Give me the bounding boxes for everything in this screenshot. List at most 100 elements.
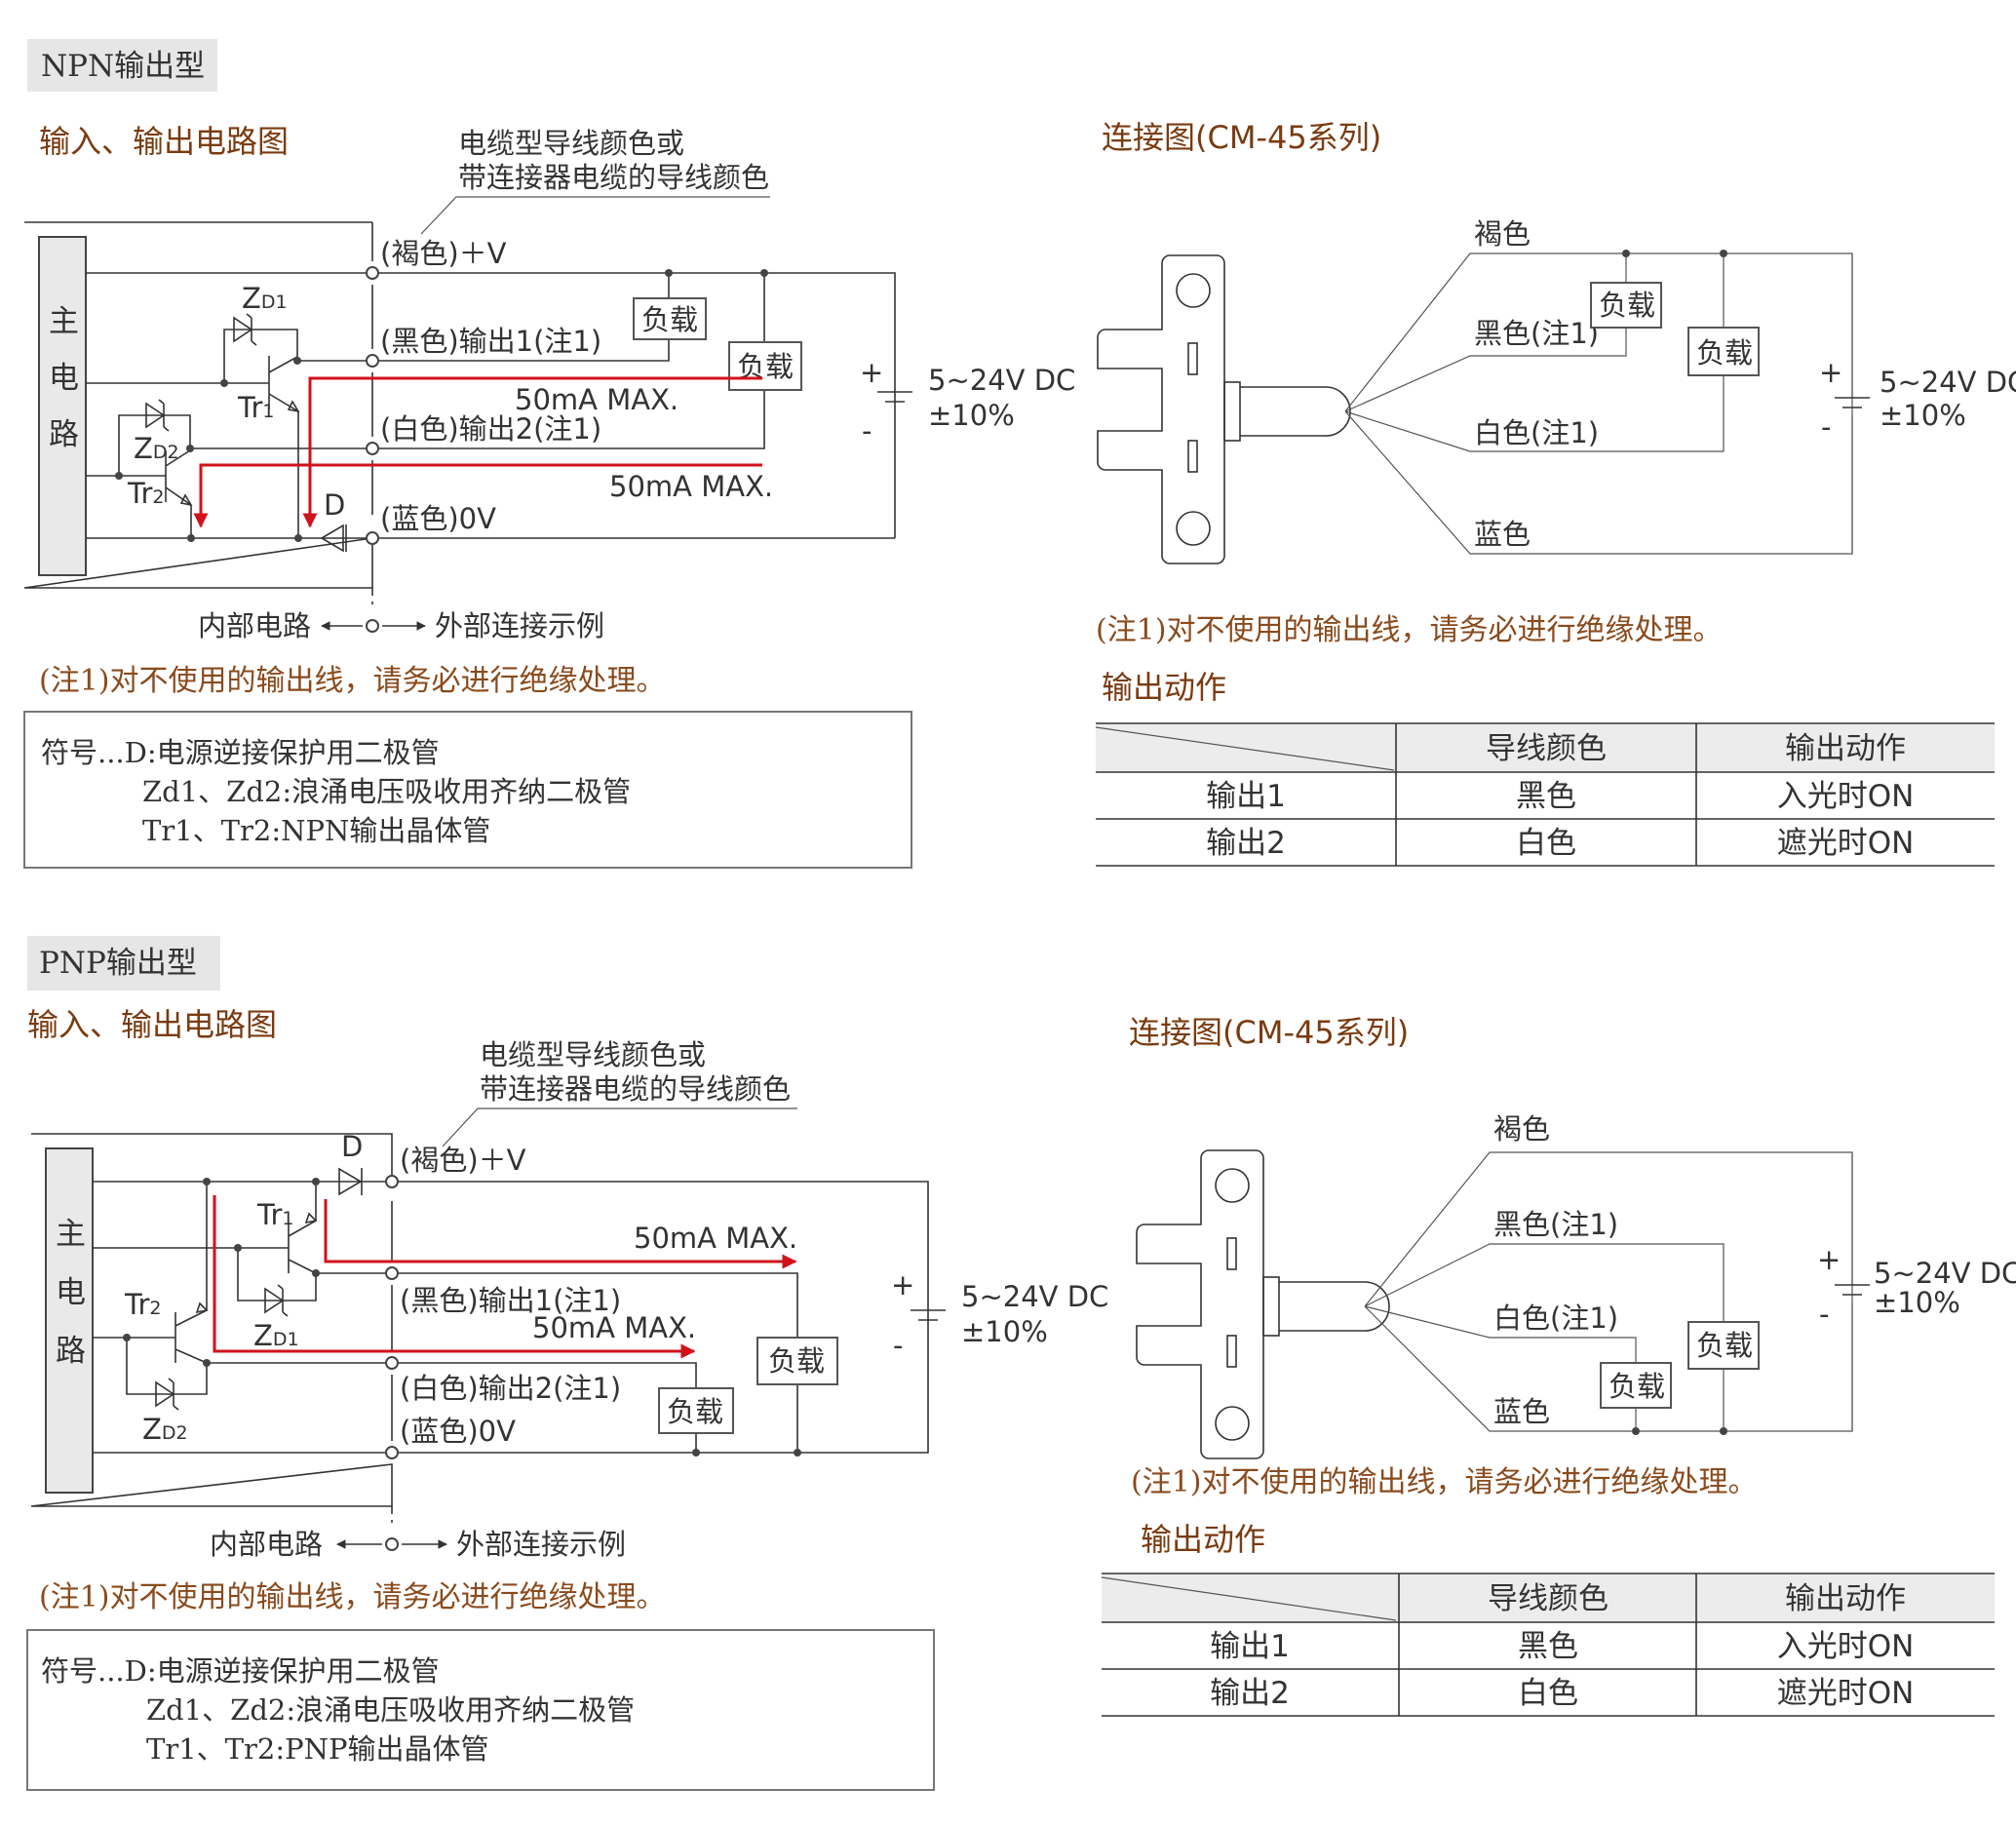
npn-main-char-3: 路	[49, 417, 79, 452]
pnp-diode-d-label: D	[341, 1130, 363, 1163]
pnp-legend-line2: Zd1、Zd2:浪涌电压吸收用齐纳二极管	[146, 1693, 635, 1727]
pnp-wire-note-leader	[442, 1107, 797, 1147]
pnp-supply-tolerance: ±10%	[961, 1315, 1048, 1348]
pnp-zd2-branch	[126, 1338, 208, 1395]
pnp-current-arrow-1	[324, 1199, 797, 1269]
npn-minus: -	[862, 414, 872, 447]
pnp-tr1-symbol	[93, 1182, 317, 1274]
pnp-rail-v	[93, 1181, 929, 1454]
pnp-max-current-2: 50mA MAX.	[532, 1311, 696, 1344]
npn-load2-box	[728, 341, 802, 391]
pnp-sensor-icon	[1136, 1149, 1390, 1459]
pnp-terminal-out1: (黑色)输出1(注1)	[400, 1284, 621, 1317]
pnp-internal-boundary	[30, 1133, 393, 1507]
npn-diode-d-label: D	[324, 488, 345, 522]
pnp-terminal-out2: (白色)输出2(注1)	[400, 1372, 621, 1405]
pnp-conn-battery-icon	[1835, 1284, 1870, 1296]
pnp-minus: -	[893, 1329, 903, 1362]
npn-wire-note-leader	[420, 196, 770, 235]
pnp-conn-minus: -	[1819, 1298, 1829, 1331]
pnp-legend-line3: Tr1、Tr2:PNP输出晶体管	[146, 1732, 488, 1766]
pnp-table-row1-color: 黑色	[1518, 1629, 1578, 1664]
pnp-action-table	[1101, 1573, 1995, 1717]
pnp-max-current-1: 50mA MAX.	[634, 1222, 797, 1255]
npn-action-title: 输出动作	[1102, 669, 1226, 706]
npn-terminal-out2: (白色)输出2(注1)	[380, 412, 601, 446]
npn-zd1-icon	[233, 313, 257, 346]
npn-terminal-v: (褐色)＋V	[380, 237, 507, 270]
npn-table-row2-color: 白色	[1516, 826, 1576, 861]
pnp-terminal-v: (褐色)＋V	[400, 1144, 526, 1177]
pnp-circuit-title: 输入、输出电路图	[27, 1006, 277, 1043]
pnp-table-header-color: 导线颜色	[1488, 1581, 1609, 1616]
npn-load1-label: 负载	[641, 303, 698, 336]
pnp-conn-load2-label: 负载	[1609, 1370, 1665, 1403]
pnp-wire-note-line2: 带连接器电缆的导线颜色	[480, 1072, 791, 1106]
npn-max-current-1: 50mA MAX.	[515, 383, 678, 416]
pnp-load2-label: 负载	[667, 1395, 723, 1428]
pnp-zd2-label: ZD2	[142, 1413, 188, 1446]
pnp-footnote: (注1)对不使用的输出线，请务必进行绝缘处理。	[39, 1580, 666, 1614]
pnp-tr2-label: Tr2	[124, 1288, 161, 1321]
pnp-action-title: 输出动作	[1141, 1521, 1265, 1558]
pnp-plus: +	[891, 1268, 914, 1302]
npn-plus: +	[860, 356, 883, 389]
npn-load1-box	[633, 297, 707, 340]
pnp-table-header-action: 输出动作	[1785, 1581, 1906, 1616]
npn-conn-load2-label: 负载	[1696, 336, 1753, 369]
npn-legend-box	[23, 711, 912, 869]
pnp-table-row1-action: 入光时ON	[1777, 1629, 1915, 1664]
pnp-conn-black: 黑色(注1)	[1493, 1208, 1618, 1241]
pnp-load2-box	[658, 1387, 734, 1434]
npn-sensor-icon	[1097, 254, 1351, 564]
pnp-tab-label: PNP输出型	[39, 946, 197, 981]
npn-conn-brown: 褐色	[1474, 217, 1531, 251]
pnp-external-label: 外部连接示例	[456, 1528, 626, 1561]
pnp-conn-load1-label: 负载	[1696, 1329, 1753, 1362]
npn-conn-wires	[1344, 253, 1853, 555]
npn-conn-load2-box	[1687, 327, 1760, 376]
npn-conn-minus: -	[1821, 410, 1831, 444]
pnp-supply-voltage: 5~24V DC	[961, 1280, 1108, 1313]
npn-tab-label: NPN输出型	[41, 49, 205, 84]
npn-zd2-branch	[118, 414, 191, 476]
pnp-conn-wires	[1364, 1151, 1853, 1432]
pnp-main-char-1: 主	[56, 1217, 86, 1252]
npn-conn-load1-label: 负载	[1599, 289, 1655, 322]
npn-table-header-action: 输出动作	[1785, 731, 1906, 766]
npn-conn-supply-tolerance: ±10%	[1880, 399, 1966, 432]
pnp-table-row2-name: 输出2	[1210, 1676, 1290, 1711]
npn-tr1-label: Tr1	[237, 391, 274, 424]
npn-internal-boundary	[23, 221, 373, 589]
npn-main-char-2: 电	[49, 361, 79, 396]
npn-legend-line2: Zd1、Zd2:浪涌电压吸收用齐纳二极管	[142, 775, 631, 808]
pnp-wire-note-line1: 电缆型导线颜色或	[480, 1038, 706, 1071]
npn-supply-tolerance: ±10%	[928, 399, 1015, 432]
pnp-tr2-symbol	[93, 1182, 208, 1364]
npn-diode-d-icon	[320, 524, 347, 553]
npn-tr2-label: Tr2	[127, 477, 164, 510]
pnp-main-circuit-block	[45, 1147, 94, 1494]
pnp-zd1-icon	[264, 1284, 289, 1317]
npn-current-arrow-2	[193, 463, 762, 528]
npn-table-row2-name: 输出2	[1206, 826, 1286, 861]
npn-conn-white: 白色(注1)	[1474, 416, 1599, 449]
npn-internal-label: 内部电路	[198, 609, 311, 642]
npn-wire-note-line2: 带连接器电缆的导线颜色	[458, 161, 769, 194]
npn-table-row2-action: 遮光时ON	[1777, 826, 1915, 861]
npn-current-arrow-1	[302, 376, 762, 528]
pnp-conn-blue: 蓝色	[1493, 1395, 1550, 1428]
pnp-zd2-icon	[155, 1378, 179, 1411]
npn-section: NPN输出型 输入、输出电路图 电缆型导线颜色或 带连接器电缆的导线颜色 主 电…	[23, 39, 2016, 869]
npn-battery-icon	[877, 391, 912, 403]
pnp-tr1-label: Tr1	[256, 1198, 293, 1231]
npn-conn-supply-voltage: 5~24V DC	[1880, 366, 2016, 399]
pnp-connection-title: 连接图(CM-45系列)	[1129, 1014, 1409, 1051]
npn-footnote: (注1)对不使用的输出线，请务必进行绝缘处理。	[39, 664, 666, 698]
pnp-internal-label: 内部电路	[210, 1528, 323, 1561]
pnp-conn-load1-box	[1687, 1321, 1760, 1370]
npn-rail-v	[86, 272, 896, 539]
npn-wire-note-line1: 电缆型导线颜色或	[458, 127, 684, 160]
pnp-diode-d-icon	[338, 1167, 363, 1196]
npn-zd2-label: ZD2	[134, 432, 179, 465]
